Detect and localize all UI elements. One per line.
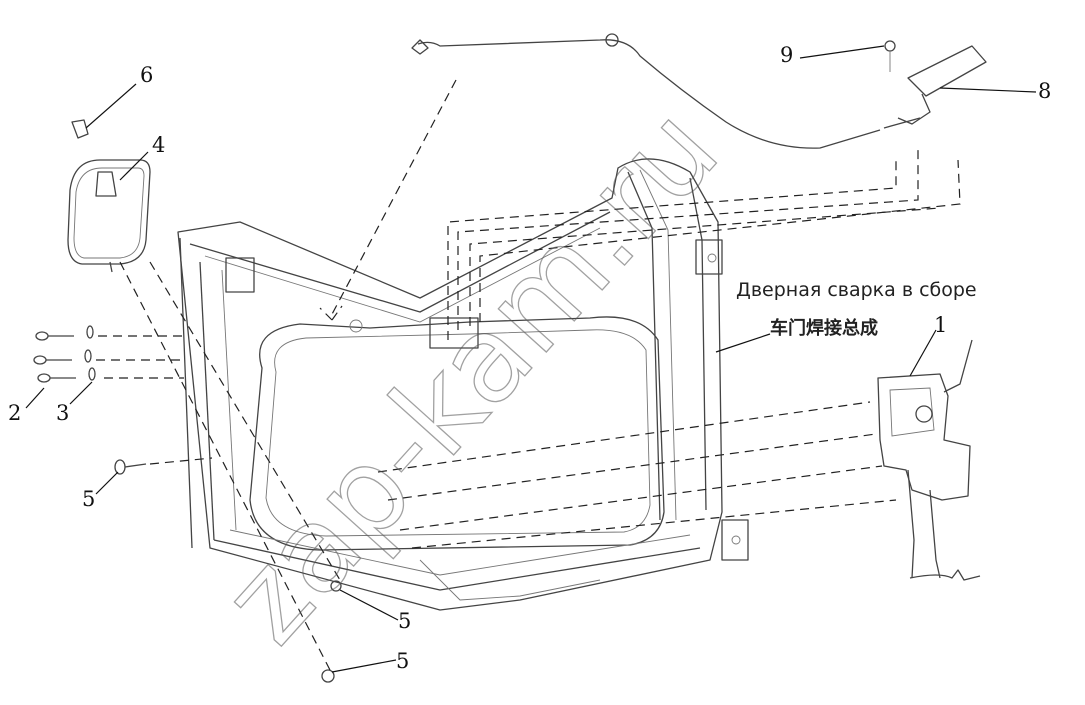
- callout-5-middle: 5: [398, 609, 411, 633]
- callout-6: 6: [140, 63, 153, 87]
- callout-5-bottom: 5: [396, 649, 409, 673]
- watermark: zap-kam.ru: [196, 81, 744, 668]
- callouts: 6 4 2 3 5 5 5 9 8 1: [8, 43, 1051, 673]
- callout-8: 8: [1038, 79, 1051, 103]
- assembly-label-chinese: 车门焊接总成: [770, 317, 878, 339]
- door-lock: [877, 339, 981, 581]
- callout-2: 2: [8, 401, 21, 425]
- callout-1: 1: [934, 313, 947, 337]
- screws-and-washers: [33, 325, 96, 383]
- callout-3: 3: [56, 401, 69, 425]
- callout-5-left: 5: [82, 487, 95, 511]
- assembly-lines: [96, 79, 961, 671]
- fasteners: [114, 459, 342, 683]
- callout-9: 9: [780, 43, 793, 67]
- mirror-knob: [71, 119, 89, 139]
- nut: [884, 40, 896, 72]
- leader-lines: [25, 45, 1037, 673]
- callout-4: 4: [152, 133, 165, 157]
- outside-handle: [883, 45, 987, 129]
- door-frame: [177, 158, 749, 611]
- assembly-label-russian: Дверная сварка в сборе: [736, 279, 977, 301]
- release-cable: [411, 33, 881, 149]
- mirror-assembly: [67, 159, 151, 273]
